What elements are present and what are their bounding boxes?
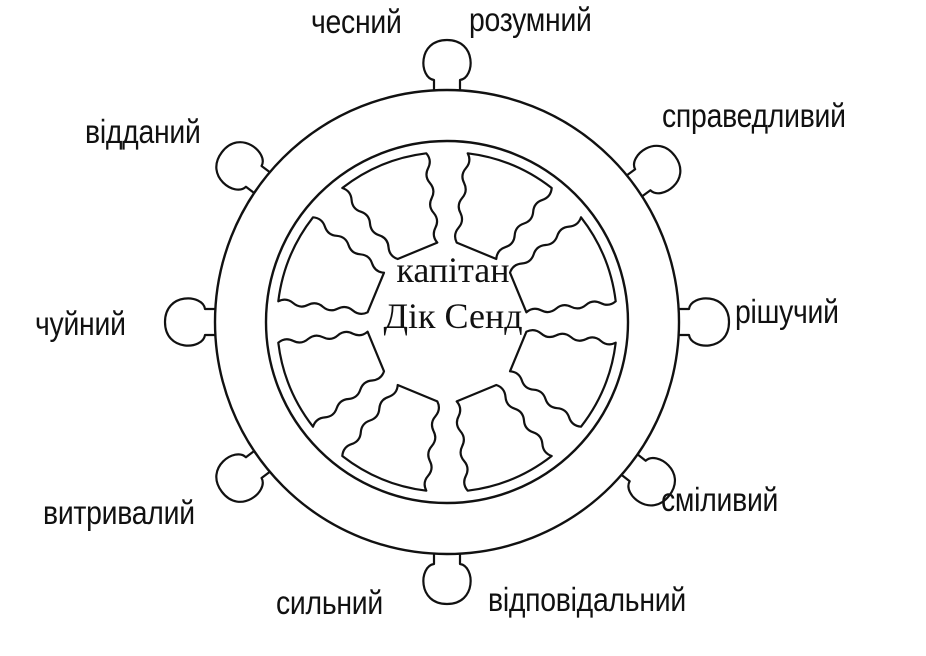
wheel-spoke-segment-5 [341, 383, 441, 492]
trait-label-sensitive: чуйний [35, 305, 126, 342]
center-title: капітан [396, 250, 510, 290]
wheel-spoke-segment-1 [453, 152, 553, 261]
trait-label-fair: справедливий [662, 97, 846, 134]
trait-label-strong: сильний [276, 584, 383, 621]
wheel-spoke-segment-3 [508, 328, 617, 428]
wheel-spoke-segment-2 [508, 216, 617, 314]
trait-label-decisive: рішучий [735, 293, 839, 330]
wheel-handle-lower-right [617, 451, 676, 507]
wheel-handles [163, 38, 731, 606]
wheel-handle-lower-left [215, 447, 274, 503]
trait-label-devoted: відданий [85, 113, 201, 150]
trait-label-enduring: витривалий [43, 494, 195, 531]
wheel-handle-left [163, 297, 219, 347]
trait-label-brave: сміливий [661, 481, 779, 518]
wheel-spoke-segment-6 [277, 330, 386, 428]
wheel-spoke-segment-4 [455, 383, 553, 492]
wheel-spoke-segment-8 [341, 152, 439, 261]
trait-label-smart: розумний [469, 1, 592, 38]
trait-label-honest: чесний [311, 3, 402, 40]
trait-label-responsible: відповідальний [488, 581, 686, 618]
wheel-handle-upper-right [623, 144, 682, 200]
wheel-handle-right [675, 297, 731, 347]
wheel-rim-ring [213, 88, 681, 556]
wheel-rim [213, 88, 681, 556]
wheel-handle-upper-left [215, 141, 274, 197]
wheel-handle-bottom [422, 550, 472, 606]
center-name: Дік Сенд [383, 296, 523, 336]
wheel-spoke-segment-7 [277, 216, 386, 316]
wheel-spoke-segments [277, 152, 617, 492]
wheel-handle-top [422, 38, 472, 94]
